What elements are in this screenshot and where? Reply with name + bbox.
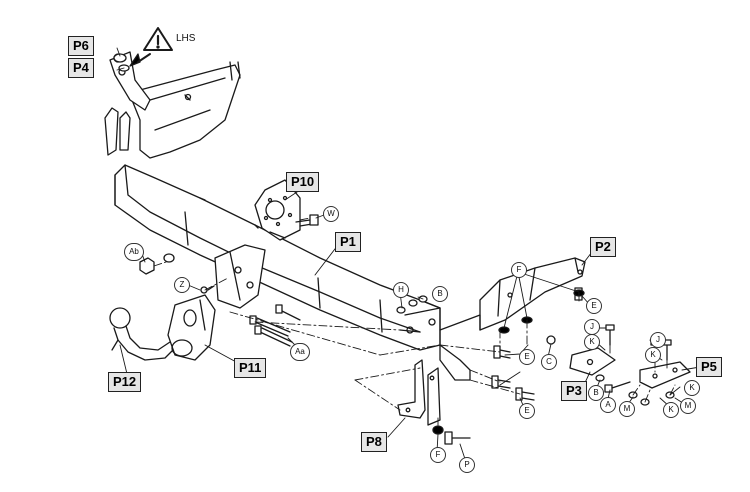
bracket-p5 xyxy=(639,361,691,389)
part-label-p2: P2 xyxy=(590,237,616,257)
part-label-p3: P3 xyxy=(561,381,587,401)
part-label-p1: P1 xyxy=(335,232,361,252)
fastener-callout-e-middle: E xyxy=(519,349,535,365)
warning-label: LHS xyxy=(176,33,196,44)
part-label-p5: P5 xyxy=(696,357,722,377)
fastener-callout-k-left: K xyxy=(584,334,600,350)
fastener-callout-a: A xyxy=(600,397,616,413)
fastener-callout-k-right: K xyxy=(684,380,700,396)
fastener-callout-c: C xyxy=(541,354,557,370)
fastener-callout-w: W xyxy=(323,206,339,222)
fastener-callout-z: Z xyxy=(174,277,190,293)
fastener-callout-j-right: J xyxy=(650,332,666,348)
fastener-callout-b-upper: B xyxy=(432,286,448,302)
part-label-p10: P10 xyxy=(286,172,320,192)
part-label-p6: P6 xyxy=(68,36,94,56)
bracket-p3 xyxy=(569,347,616,376)
main-crossbar xyxy=(114,164,441,351)
nuts-and-washers xyxy=(113,53,675,435)
bracket-p8 xyxy=(397,359,441,426)
part-label-p4: P4 xyxy=(68,58,94,78)
fastener-callout-f-upper: F xyxy=(511,262,527,278)
fastener-callout-e-upper: E xyxy=(586,298,602,314)
fastener-callout-b-lower: B xyxy=(588,385,604,401)
fastener-callout-p: P xyxy=(459,457,475,473)
fastener-callout-m-left: M xyxy=(619,401,635,417)
fastener-callout-h: H xyxy=(393,282,409,298)
part-label-p12: P12 xyxy=(108,372,142,392)
part-label-p8: P8 xyxy=(361,432,387,452)
part-label-p11: P11 xyxy=(234,358,267,378)
fastener-callout-f-lower: F xyxy=(430,447,446,463)
leader-lines xyxy=(116,47,701,463)
fastener-callout-e-lower: E xyxy=(519,403,535,419)
warning-symbol xyxy=(129,27,173,67)
fastener-callout-k-lower: K xyxy=(663,402,679,418)
locking-head xyxy=(167,294,216,361)
centre-mounting-bracket xyxy=(200,244,266,309)
fastener-callout-k-upper: K xyxy=(645,347,661,363)
fastener-callout-m-right: M xyxy=(680,398,696,414)
fastener-callout-ab: Ab xyxy=(124,243,144,261)
fastener-callout-aa: Aa xyxy=(290,343,310,361)
fastener-callout-j-left: J xyxy=(584,319,600,335)
right-side-arm xyxy=(439,257,586,381)
socket-plate xyxy=(254,179,319,241)
tow-ball-neck xyxy=(109,307,176,361)
